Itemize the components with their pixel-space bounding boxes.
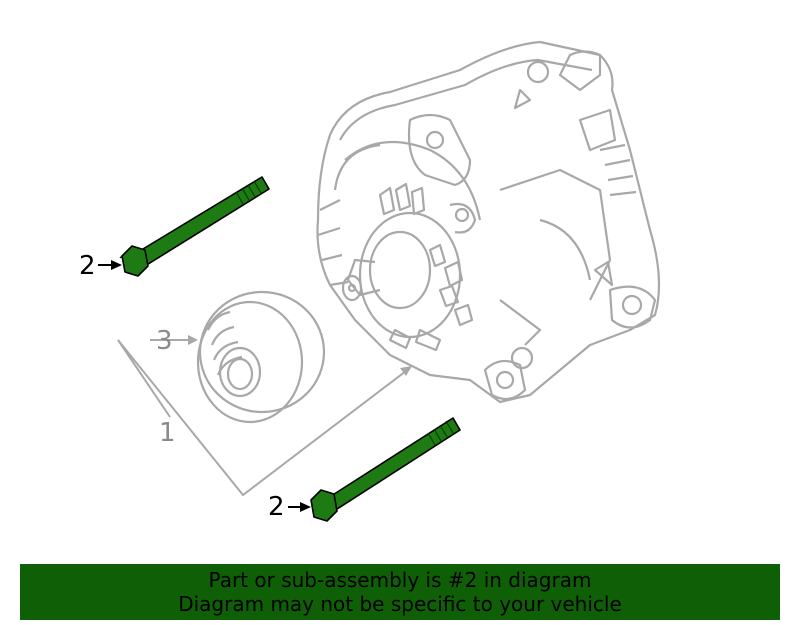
bolt-top — [119, 176, 270, 277]
callout-bolt-bottom: 2 — [268, 492, 285, 522]
info-banner: Part or sub-assembly is #2 in diagram Di… — [20, 564, 780, 620]
banner-line-1: Part or sub-assembly is #2 in diagram — [208, 568, 592, 592]
banner-line-2: Diagram may not be specific to your vehi… — [178, 592, 622, 616]
alternator — [316, 40, 661, 404]
callout-bolt-top: 2 — [79, 251, 96, 281]
callout-pulley: 3 — [156, 326, 173, 356]
pulley — [196, 290, 326, 424]
parts-diagram — [98, 40, 661, 522]
leader-lines — [117, 335, 412, 497]
callout-arrows — [98, 260, 311, 512]
callout-assembly: 1 — [159, 418, 176, 448]
bolt-bottom — [310, 417, 461, 522]
